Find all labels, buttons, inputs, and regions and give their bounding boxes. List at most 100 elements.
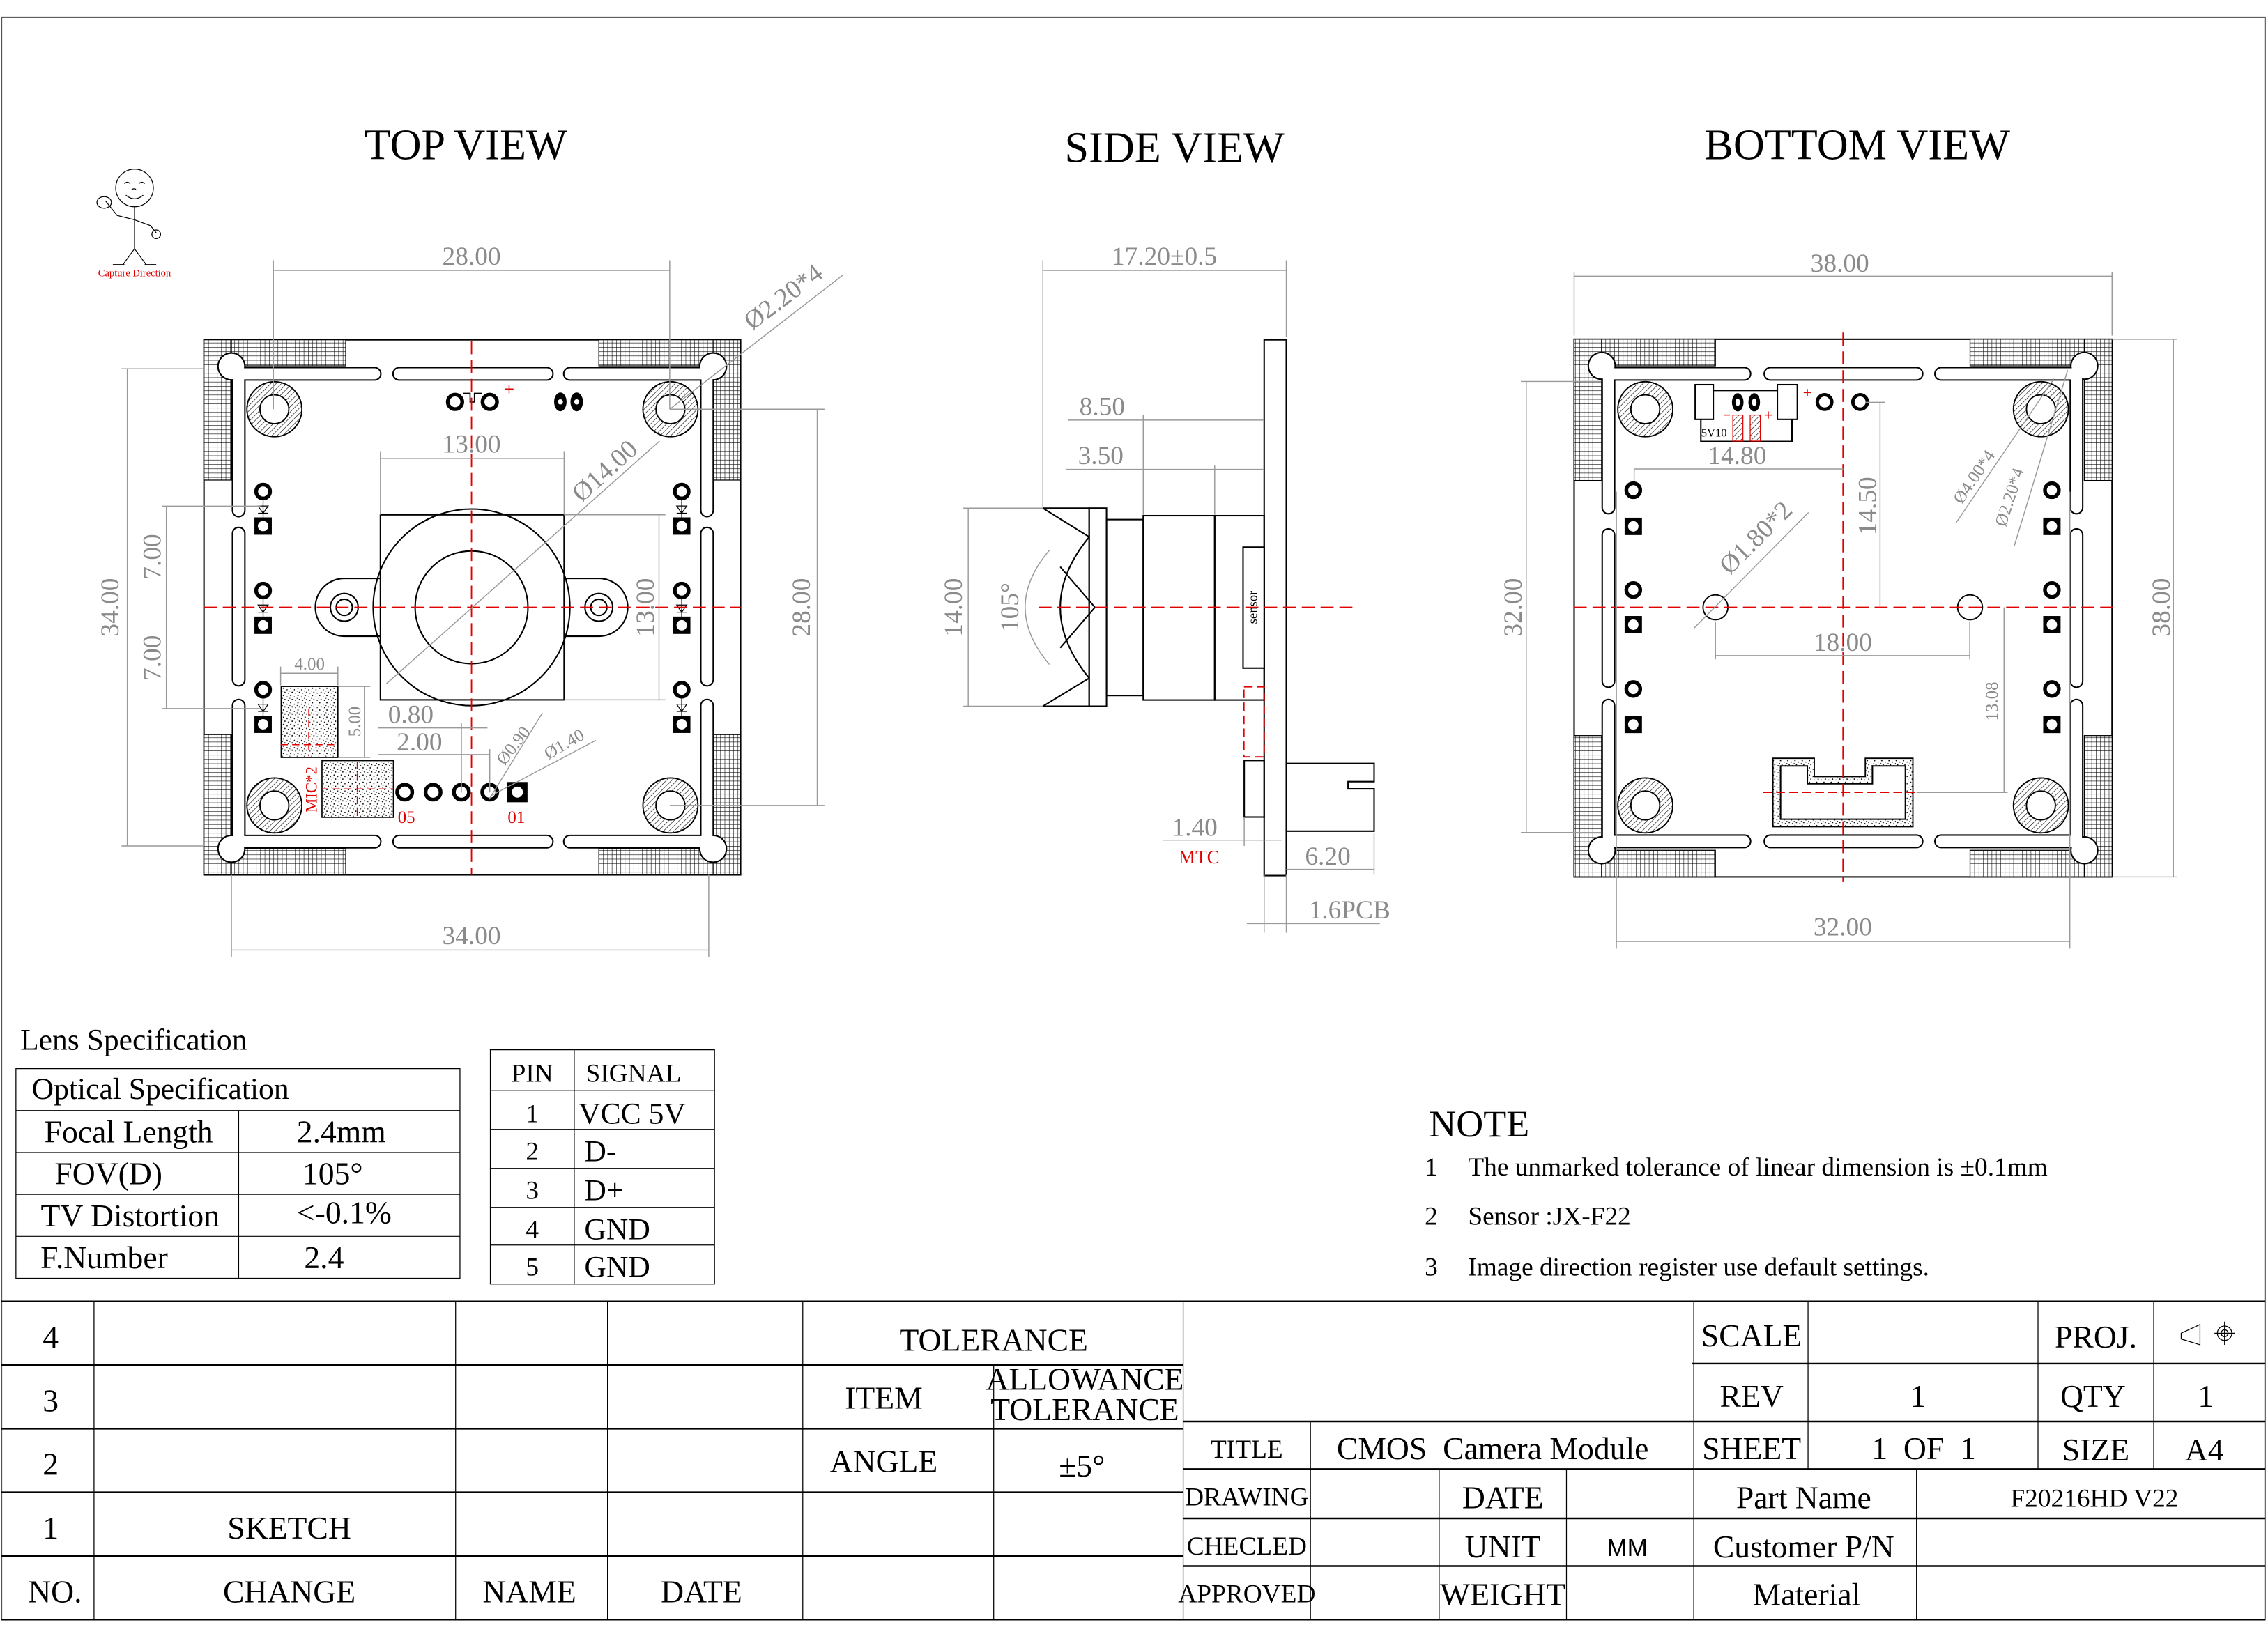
led-pad-hole	[258, 619, 268, 631]
dim-side-fov: 105°	[996, 583, 1025, 632]
lens-spec-value: 2.4mm	[297, 1113, 386, 1149]
sensor-label: sensor	[1246, 590, 1260, 624]
mic-label: MIC*2	[303, 766, 321, 812]
dim-side-barrel-length: 8.50	[1080, 393, 1125, 422]
led-pad-hole	[2046, 619, 2058, 630]
rev-value: 1	[1910, 1378, 1926, 1414]
led-pad-hole	[676, 719, 687, 730]
pin-label-01: 01	[507, 808, 525, 827]
led-pad-hole	[2046, 521, 2058, 532]
lens-spec-label: F.Number	[40, 1240, 168, 1275]
mic-component	[1243, 760, 1265, 818]
led-pad-hole	[676, 521, 687, 532]
material-label: Material	[1753, 1576, 1861, 1612]
note-text: The unmarked tolerance of linear dimensi…	[1468, 1153, 2047, 1182]
dim-bottom-connector-offset-y: 14.50	[1854, 477, 1883, 535]
corner-slot	[1588, 353, 1615, 379]
dim-top-lens-height: 13.00	[631, 578, 660, 637]
dim-top-board-height: 34.00	[96, 578, 125, 637]
test-pad	[1815, 393, 1834, 411]
bottom-view: 5V10 38.00 32.00 32.00 38.00 14.80 1	[1499, 249, 2177, 949]
dim-bottom-board-height: 38.00	[2147, 578, 2176, 637]
test-pad	[1851, 393, 1869, 411]
dim-mic-height: 5.00	[346, 707, 365, 737]
connector-tab-right	[1777, 383, 1798, 420]
led-pad-round	[1624, 581, 1643, 599]
dim-bottom-connector-offset-x: 14.80	[1708, 442, 1766, 470]
corner-slot	[700, 835, 726, 862]
note-number: 2	[1425, 1203, 1438, 1231]
part-name-label: Part Name	[1736, 1479, 1871, 1515]
dim-side-pcb-thickness: 1.6PCB	[1309, 896, 1390, 925]
mic-outline-dashed	[1243, 686, 1265, 758]
note-number: 1	[1425, 1153, 1438, 1182]
lens-spec-value: 2.4	[304, 1240, 344, 1275]
diode-symbol-icon	[675, 604, 688, 613]
oval-pad-hole	[558, 399, 563, 405]
unit-label: UNIT	[1465, 1529, 1541, 1564]
tolerance-allowance-header: ALLOWANCE	[986, 1361, 1183, 1396]
led-pad-round	[2043, 581, 2061, 599]
dim-side-mic-height: 1.40	[1172, 813, 1217, 842]
pin-signal: GND	[584, 1250, 650, 1284]
led-pad-hole	[676, 619, 687, 631]
mtc-label: MTC	[1179, 847, 1219, 868]
bottom-dimension-lines	[1521, 272, 2177, 949]
tolerance-value: ±5°	[1059, 1448, 1105, 1483]
mounting-hole	[1630, 394, 1661, 424]
revision-header-name: NAME	[482, 1573, 576, 1609]
corner-slot	[1588, 837, 1615, 863]
pin-header: PIN	[512, 1059, 553, 1088]
part-name-value: F20216HD V22	[2010, 1484, 2178, 1513]
led-pad-round	[254, 581, 273, 600]
lens-spec-value: <-0.1%	[297, 1195, 392, 1231]
projection-symbol-icon	[2180, 1321, 2235, 1346]
led-pad-round	[673, 681, 691, 699]
weight-label: WEIGHT	[1440, 1576, 1565, 1612]
lens-spec-table: Lens Specification Optical Specification…	[15, 1024, 461, 1279]
dim-mic-width: 4.00	[294, 655, 325, 674]
dim-side-holder-length: 3.50	[1078, 442, 1124, 470]
revision-table: 4 3 2 1 SKETCH NO. CHANGE NAME DATE	[28, 1319, 742, 1609]
polarity-marks	[1724, 389, 1811, 419]
dim-bottom-board-width: 38.00	[1811, 249, 1869, 278]
tolerance-title: TOLERANCE	[899, 1322, 1087, 1357]
polarity-plus-mark	[505, 385, 514, 394]
mounting-hole	[259, 790, 290, 821]
side-view-title: SIDE VIEW	[1064, 124, 1284, 171]
connector-pad-hole	[1752, 398, 1757, 406]
title-label: TITLE	[1211, 1435, 1283, 1464]
bottom-top-connector: 5V10	[1694, 383, 1811, 442]
revision-header-no: NO.	[28, 1573, 82, 1609]
capture-direction-label: Capture Direction	[98, 268, 171, 279]
connector-tab-left	[1694, 383, 1715, 420]
top-dimension-lines	[121, 260, 844, 957]
qty-value: 1	[2198, 1378, 2214, 1414]
mounting-hole	[2025, 394, 2056, 424]
top-view-title: TOP VIEW	[365, 121, 567, 169]
qty-label: QTY	[2060, 1378, 2126, 1414]
lens-spec-title: Lens Specification	[20, 1024, 247, 1057]
led-pad-round	[2043, 481, 2061, 500]
dim-side-connector-height: 6.20	[1305, 842, 1350, 871]
pin-signal: D-	[584, 1134, 616, 1168]
corner-slot	[2071, 837, 2097, 863]
mic-pad	[280, 686, 339, 758]
side-lens	[1040, 507, 1375, 832]
corner-slot	[218, 835, 245, 862]
mounting-hole	[259, 394, 290, 424]
corner-slot	[2071, 353, 2097, 379]
mic-centerlines	[280, 708, 394, 817]
pin-number: 3	[526, 1176, 539, 1205]
pin-signal: GND	[584, 1212, 650, 1246]
diode-symbol-icon	[675, 505, 688, 514]
revision-row-number: 4	[43, 1319, 59, 1355]
connector-pad-hole	[1735, 398, 1740, 406]
led-pad-hole	[258, 521, 268, 532]
sheet-value: 1 OF 1	[1871, 1431, 1976, 1466]
lens-spec-label: TV Distortion	[41, 1198, 220, 1233]
top-view: 28.00 Ø2.20*4 13.00 Ø14.00 34.00 7.00 7.…	[96, 242, 844, 957]
tolerance-item: ANGLE	[830, 1444, 938, 1479]
mounting-hole	[1630, 790, 1661, 821]
lens-mount-ear-left	[314, 578, 381, 638]
